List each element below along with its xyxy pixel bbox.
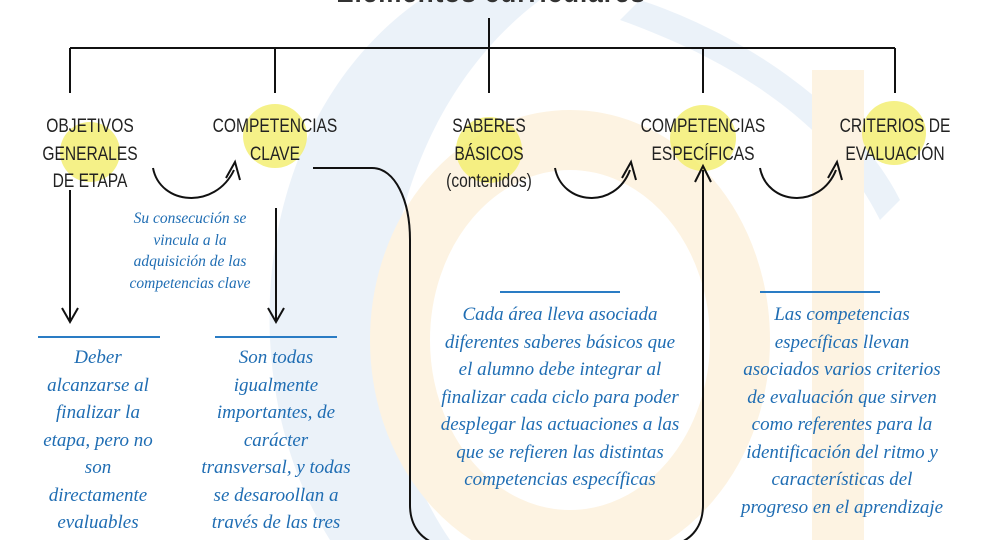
description-criterios: Las competencias específicas llevan asoc… — [722, 301, 962, 521]
desc-line: identificación del ritmo y — [746, 441, 938, 463]
desc-line: transversal, y todas — [201, 457, 351, 478]
desc-line: alcanzarse al — [47, 374, 149, 396]
desc-line: asociados varios criterios — [743, 359, 941, 380]
desc-line: directamente — [48, 484, 148, 506]
note-line: adquisición de las — [133, 253, 247, 270]
element-objetivos-generales: OBJETIVOS GENERALES DE ETAPA — [8, 113, 172, 196]
label-line: BÁSICOS — [454, 143, 524, 165]
divider — [760, 291, 880, 293]
divider — [38, 336, 160, 338]
element-competencias-especificas: COMPETENCIAS ESPECÍFICAS — [621, 113, 785, 168]
desc-line: diferentes saberes básicos que — [444, 331, 676, 353]
desc-line: desplegar las actuaciones a las — [440, 414, 680, 435]
link-note: Su consecución se vincula a la adquisici… — [110, 208, 270, 294]
desc-line: igualmente — [233, 374, 319, 396]
element-criterios-evaluacion: CRITERIOS DE EVALUACIÓN — [813, 113, 977, 168]
description-saberes-basicos: Cada área lleva asociada diferentes sabe… — [440, 301, 680, 494]
note-line: competencias clave — [129, 274, 251, 292]
desc-line: carácter — [243, 429, 309, 451]
label-line: CLAVE — [250, 143, 300, 165]
desc-line: son — [84, 457, 112, 478]
desc-line: de evaluación que sirven — [747, 386, 937, 408]
desc-line: finalizar cada ciclo para poder — [441, 386, 679, 408]
divider — [215, 336, 337, 338]
desc-line: Deber — [74, 347, 122, 368]
desc-line: etapa, pero no — [43, 429, 153, 451]
desc-line: través de las tres — [211, 512, 341, 533]
desc-line: progreso en el aprendizaje — [740, 496, 944, 518]
label-line: EVALUACIÓN — [845, 143, 945, 165]
label-line: SABERES — [452, 116, 526, 137]
desc-line: características del — [771, 469, 913, 490]
label-line: OBJETIVOS — [46, 116, 134, 137]
desc-line: que se refieren las distintas — [456, 441, 664, 463]
desc-line: específicas llevan — [774, 331, 910, 353]
label-line: DE ETAPA — [52, 171, 128, 192]
element-competencias-clave: COMPETENCIAS CLAVE — [193, 113, 357, 168]
desc-line: Las competencias — [774, 304, 910, 325]
description-competencias-clave: Son todas igualmente importantes, de car… — [196, 344, 356, 537]
label-line: (contenidos) — [446, 171, 532, 192]
label-line: COMPETENCIAS — [640, 116, 766, 137]
desc-line: importantes, de — [216, 402, 336, 423]
desc-line: se desaroollan a — [213, 484, 339, 506]
desc-line: evaluables — [57, 512, 139, 533]
label-line: CRITERIOS DE — [839, 116, 951, 137]
label-line: ESPECÍFICAS — [651, 143, 755, 165]
element-saberes-basicos: SABERES BÁSICOS (contenidos) — [407, 113, 571, 196]
desc-line: Cada área lleva asociada — [462, 304, 658, 325]
description-objetivos: Deber alcanzarse al finalizar la etapa, … — [18, 344, 178, 537]
desc-line: competencias específicas — [464, 469, 656, 490]
note-line: Su consecución se — [133, 210, 247, 227]
divider — [500, 291, 620, 293]
label-line: GENERALES — [42, 143, 138, 165]
desc-line: Son todas — [238, 347, 314, 368]
note-line: vincula a la — [153, 231, 227, 249]
diagram-title: Elementos curriculares — [0, 0, 982, 9]
desc-line: finalizar la — [56, 402, 140, 423]
label-line: COMPETENCIAS — [212, 116, 338, 137]
desc-line: el alumno debe integrar al — [458, 359, 662, 380]
desc-line: como referentes para la — [751, 414, 933, 435]
